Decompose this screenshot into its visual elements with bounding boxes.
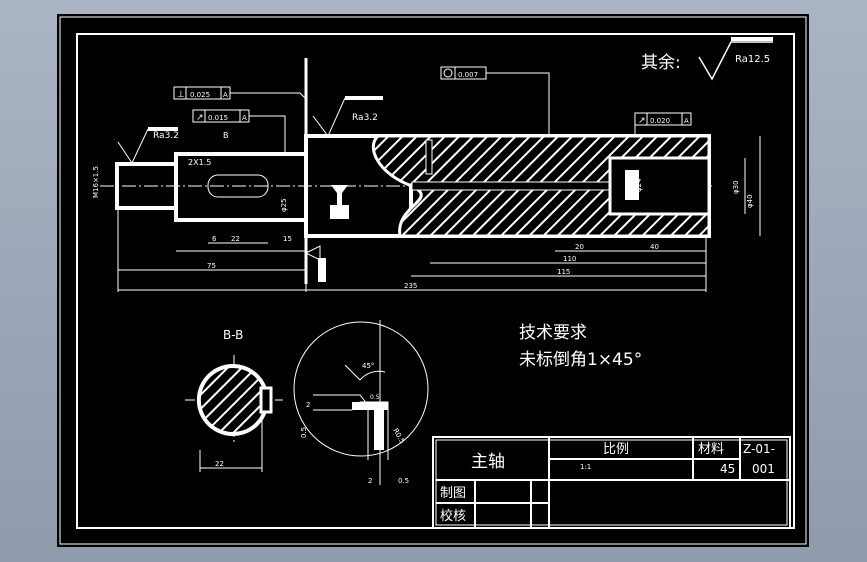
checked-label: 校核 <box>440 508 466 524</box>
roughness-bar <box>731 37 773 41</box>
detail-dim-05b: 0.5 <box>398 477 409 485</box>
tolerance-frame-1: ⊥ 0.025 A <box>173 86 306 100</box>
surface-mark-mid: Ra3.2 <box>312 96 383 137</box>
svg-text:A: A <box>242 114 247 122</box>
scale-label: 比例 <box>603 442 629 457</box>
title-block <box>432 436 791 529</box>
drawing-no-line2: 001 <box>752 462 775 476</box>
dim-20: 20 <box>575 243 584 251</box>
center-bore <box>411 181 613 191</box>
notes-title: 技术要求 <box>519 323 587 343</box>
bore-step <box>625 170 639 200</box>
svg-text:0.025: 0.025 <box>190 91 210 99</box>
svg-text:0.020: 0.020 <box>650 117 670 125</box>
section-cut-label: B <box>223 131 229 140</box>
svg-text:Ra3.2: Ra3.2 <box>352 113 378 123</box>
end-bore <box>608 156 711 216</box>
material-value: 45 <box>720 462 735 476</box>
dim-110: 110 <box>563 255 576 263</box>
section-dim-line <box>199 412 263 472</box>
datum-symbol-icon <box>330 185 349 219</box>
tolerance-frame-4: ↗ 0.020 A <box>634 112 692 135</box>
detail-dim-2b: 2 <box>368 477 372 485</box>
detail-angle: 45° <box>362 362 374 370</box>
detail-dim-2: 2 <box>306 401 310 409</box>
diameter-d3: φ30 <box>732 180 740 194</box>
dim-75: 75 <box>207 262 216 270</box>
svg-text:↗: ↗ <box>638 116 646 126</box>
svg-text:↗: ↗ <box>196 113 204 123</box>
thread-label: M16×1.5 <box>92 166 100 198</box>
detail-chamfer: 0.5 <box>370 394 380 401</box>
svg-text:A: A <box>223 91 228 99</box>
dim-15: 15 <box>283 235 292 243</box>
surface-mark-left: Ra3.2 <box>117 127 179 165</box>
groove <box>425 139 433 175</box>
notes-line1: 未标倒角1×45° <box>519 350 642 370</box>
svg-text:0.015: 0.015 <box>208 114 228 122</box>
drawing-no-line1: Z-01- <box>743 442 775 456</box>
svg-text:A: A <box>684 117 689 125</box>
material-label: 材料 <box>698 442 724 457</box>
section-bb-view <box>185 355 283 445</box>
datum-triangle-icon <box>304 245 326 282</box>
chamfer-note: 2X1.5 <box>188 158 211 167</box>
dimension-lines <box>117 136 761 292</box>
dim-6: 6 <box>212 235 217 243</box>
detail-view <box>293 320 429 485</box>
section-dim: 22 <box>215 460 224 468</box>
diameter-d1: φ25 <box>280 198 288 212</box>
sheet-border <box>59 16 807 545</box>
diameter-d2: φ40 <box>746 194 754 208</box>
roughness-symbol-icon <box>698 41 773 81</box>
svg-text:0.007: 0.007 <box>458 71 478 79</box>
scale-value: 1:1 <box>580 463 591 471</box>
part-name: 主轴 <box>471 452 505 472</box>
diameter-d4: φ24 <box>635 178 643 192</box>
roughness-default-value: Ra12.5 <box>735 54 770 65</box>
drawn-label: 制图 <box>440 486 466 501</box>
svg-text:⊥: ⊥ <box>177 90 185 100</box>
dim-115: 115 <box>557 268 570 276</box>
section-title: B-B <box>223 328 243 342</box>
detail-dim-05a: 0.5 <box>300 427 308 438</box>
dim-40: 40 <box>650 243 659 251</box>
tolerance-frame-2: ↗ 0.015 A <box>192 109 286 152</box>
tolerance-frame-3: 0.007 <box>440 66 550 135</box>
dim-235: 235 <box>404 282 417 290</box>
svg-text:Ra3.2: Ra3.2 <box>153 131 179 141</box>
roughness-default-label: 其余: <box>641 53 681 73</box>
dim-22: 22 <box>231 235 240 243</box>
